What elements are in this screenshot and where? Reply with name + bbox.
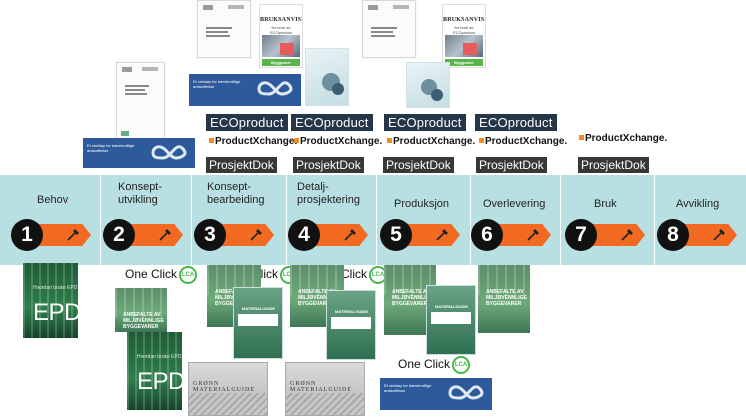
productxchange-logo: ProductXchange. bbox=[579, 133, 667, 144]
phase-label-5: Produksjon bbox=[394, 198, 450, 210]
infinity-icon bbox=[257, 81, 293, 96]
step-number: 1 bbox=[11, 219, 43, 251]
phase-label-1: Behov bbox=[37, 194, 69, 206]
materialguide-cover: MATERIALGUIDE bbox=[233, 287, 283, 359]
step-number: 7 bbox=[565, 219, 597, 251]
hammer-icon bbox=[344, 229, 356, 241]
ecoproduct-logo: ECOproduct bbox=[206, 114, 288, 131]
circular-poster bbox=[406, 62, 450, 108]
circular-poster bbox=[305, 48, 349, 106]
phase-label-2: Konsept- utvikling bbox=[118, 181, 163, 206]
step-number: 3 bbox=[194, 219, 226, 251]
circular-banner: Et verktøy for bærekraftige anskaffelser bbox=[189, 74, 301, 106]
lca-logo: LCA bbox=[179, 266, 198, 284]
manual-cover: BRUKSANVISNING for bruk av ECOproduct By… bbox=[442, 4, 486, 68]
anbefalte-title: ANBEFALTE AV MILJØVENNLIGE BYGGEVARER bbox=[298, 289, 339, 307]
anbefalte-cover: ANBEFALTE AV MILJØVENNLIGE BYGGEVARER bbox=[478, 265, 530, 333]
phase-label-8: Avvikling bbox=[676, 198, 720, 210]
productxchange-logo: ProductXchange. bbox=[209, 136, 297, 147]
hammer-icon bbox=[436, 229, 448, 241]
hammer-icon bbox=[67, 229, 79, 241]
phase-label-4: Detalj- prosjektering bbox=[297, 181, 360, 206]
anbefalte-title: ANBEFALTE AV MILJØVENNLIGE BYGGEVARER bbox=[486, 289, 527, 307]
epd-guide-cover: Hvordan bruke EPD EPD? bbox=[23, 263, 78, 338]
manual-subtitle: for bruk av ECOproduct bbox=[452, 25, 475, 35]
materialguide-title: MATERIALGUIDE bbox=[435, 304, 469, 309]
gronn-title: GRØNN MATERIALGUIDE bbox=[290, 381, 352, 393]
banner-text: Et verktøy for bærekraftige anskaffelser bbox=[193, 79, 241, 89]
infinity-icon bbox=[151, 145, 187, 160]
banner-text: Et verktøy for bærekraftige anskaffelser bbox=[87, 143, 135, 153]
gronn-materialguide-cover: GRØNN MATERIALGUIDE bbox=[188, 362, 268, 416]
banner-text: Et verktøy for bærekraftige anskaffelser bbox=[384, 383, 432, 393]
phase-label-6: Overlevering bbox=[483, 198, 546, 210]
anbefalte-title: ANBEFALTE AV MILJØVENNLIGE BYGGEVARER bbox=[392, 289, 433, 307]
step-number: 4 bbox=[288, 219, 320, 251]
step-number: 2 bbox=[103, 219, 135, 251]
materialguide-title: MATERIALGUIDE bbox=[335, 309, 369, 314]
manual-green-label: Byggvarer bbox=[262, 59, 300, 66]
manual-green-label: Byggvarer bbox=[445, 59, 483, 66]
infinity-icon bbox=[448, 385, 484, 400]
productxchange-logo: ProductXchange. bbox=[294, 136, 382, 147]
phase-label-7: Bruk bbox=[594, 198, 617, 210]
hammer-icon bbox=[527, 229, 539, 241]
circular-banner: Et verktøy for bærekraftige anskaffelser bbox=[83, 138, 195, 168]
productxchange-logo: ProductXchange. bbox=[479, 136, 567, 147]
materialguide-cover: MATERIALGUIDE bbox=[326, 290, 376, 360]
phase-label-3: Konsept- bearbeiding bbox=[207, 181, 265, 206]
manual-cover: BRUKSANVISNING for bruk av ECOproduct By… bbox=[259, 4, 303, 68]
productxchange-logo: ProductXchange. bbox=[387, 136, 475, 147]
gronn-materialguide-cover: GRØNN MATERIALGUIDE bbox=[285, 362, 365, 416]
hammer-icon bbox=[159, 229, 171, 241]
materialguide-title: MATERIALGUIDE bbox=[242, 306, 276, 311]
lca-logo: LCA bbox=[452, 356, 471, 374]
prosjektdok-logo: ProsjektDok bbox=[293, 157, 364, 173]
report-thumbnail bbox=[362, 0, 416, 58]
anbefalte-cover: ANBEFALTE AV MILJØVENNLIGE BYGGEVARER bbox=[115, 288, 167, 332]
ecoproduct-logo: ECOproduct bbox=[475, 114, 557, 131]
prosjektdok-logo: ProsjektDok bbox=[383, 157, 454, 173]
materialguide-cover: MATERIALGUIDE bbox=[426, 285, 476, 355]
anbefalte-title: ANBEFALTE AV MILJØVENNLIGE BYGGEVARER bbox=[123, 312, 164, 330]
manual-title: BRUKSANVISNING bbox=[260, 17, 302, 23]
step-number: 5 bbox=[380, 219, 412, 251]
prosjektdok-logo: ProsjektDok bbox=[578, 157, 649, 173]
prosjektdok-logo: ProsjektDok bbox=[476, 157, 547, 173]
epd-guide-cover: Hvordan bruke EPD EPD? bbox=[127, 332, 182, 410]
step-number: 8 bbox=[657, 219, 689, 251]
epd-small-title: Hvordan bruke EPD bbox=[137, 354, 182, 360]
ecoproduct-logo: ECOproduct bbox=[291, 114, 373, 131]
gronn-title: GRØNN MATERIALGUIDE bbox=[193, 381, 255, 393]
ecoproduct-logo: ECOproduct bbox=[384, 114, 466, 131]
manual-subtitle: for bruk av ECOproduct bbox=[269, 25, 292, 35]
epd-small-title: Hvordan bruke EPD bbox=[33, 285, 78, 291]
manual-title: BRUKSANVISNING bbox=[443, 17, 485, 23]
epd-big-title: EPD? bbox=[33, 299, 78, 326]
report-thumbnail bbox=[116, 62, 165, 142]
circular-banner: Et verktøy for bærekraftige anskaffelser bbox=[380, 378, 492, 410]
report-thumbnail bbox=[197, 0, 251, 58]
hammer-icon bbox=[621, 229, 633, 241]
step-number: 6 bbox=[471, 219, 503, 251]
prosjektdok-logo: ProsjektDok bbox=[206, 157, 277, 173]
hammer-icon bbox=[713, 229, 725, 241]
hammer-icon bbox=[250, 229, 262, 241]
epd-big-title: EPD? bbox=[137, 368, 182, 395]
